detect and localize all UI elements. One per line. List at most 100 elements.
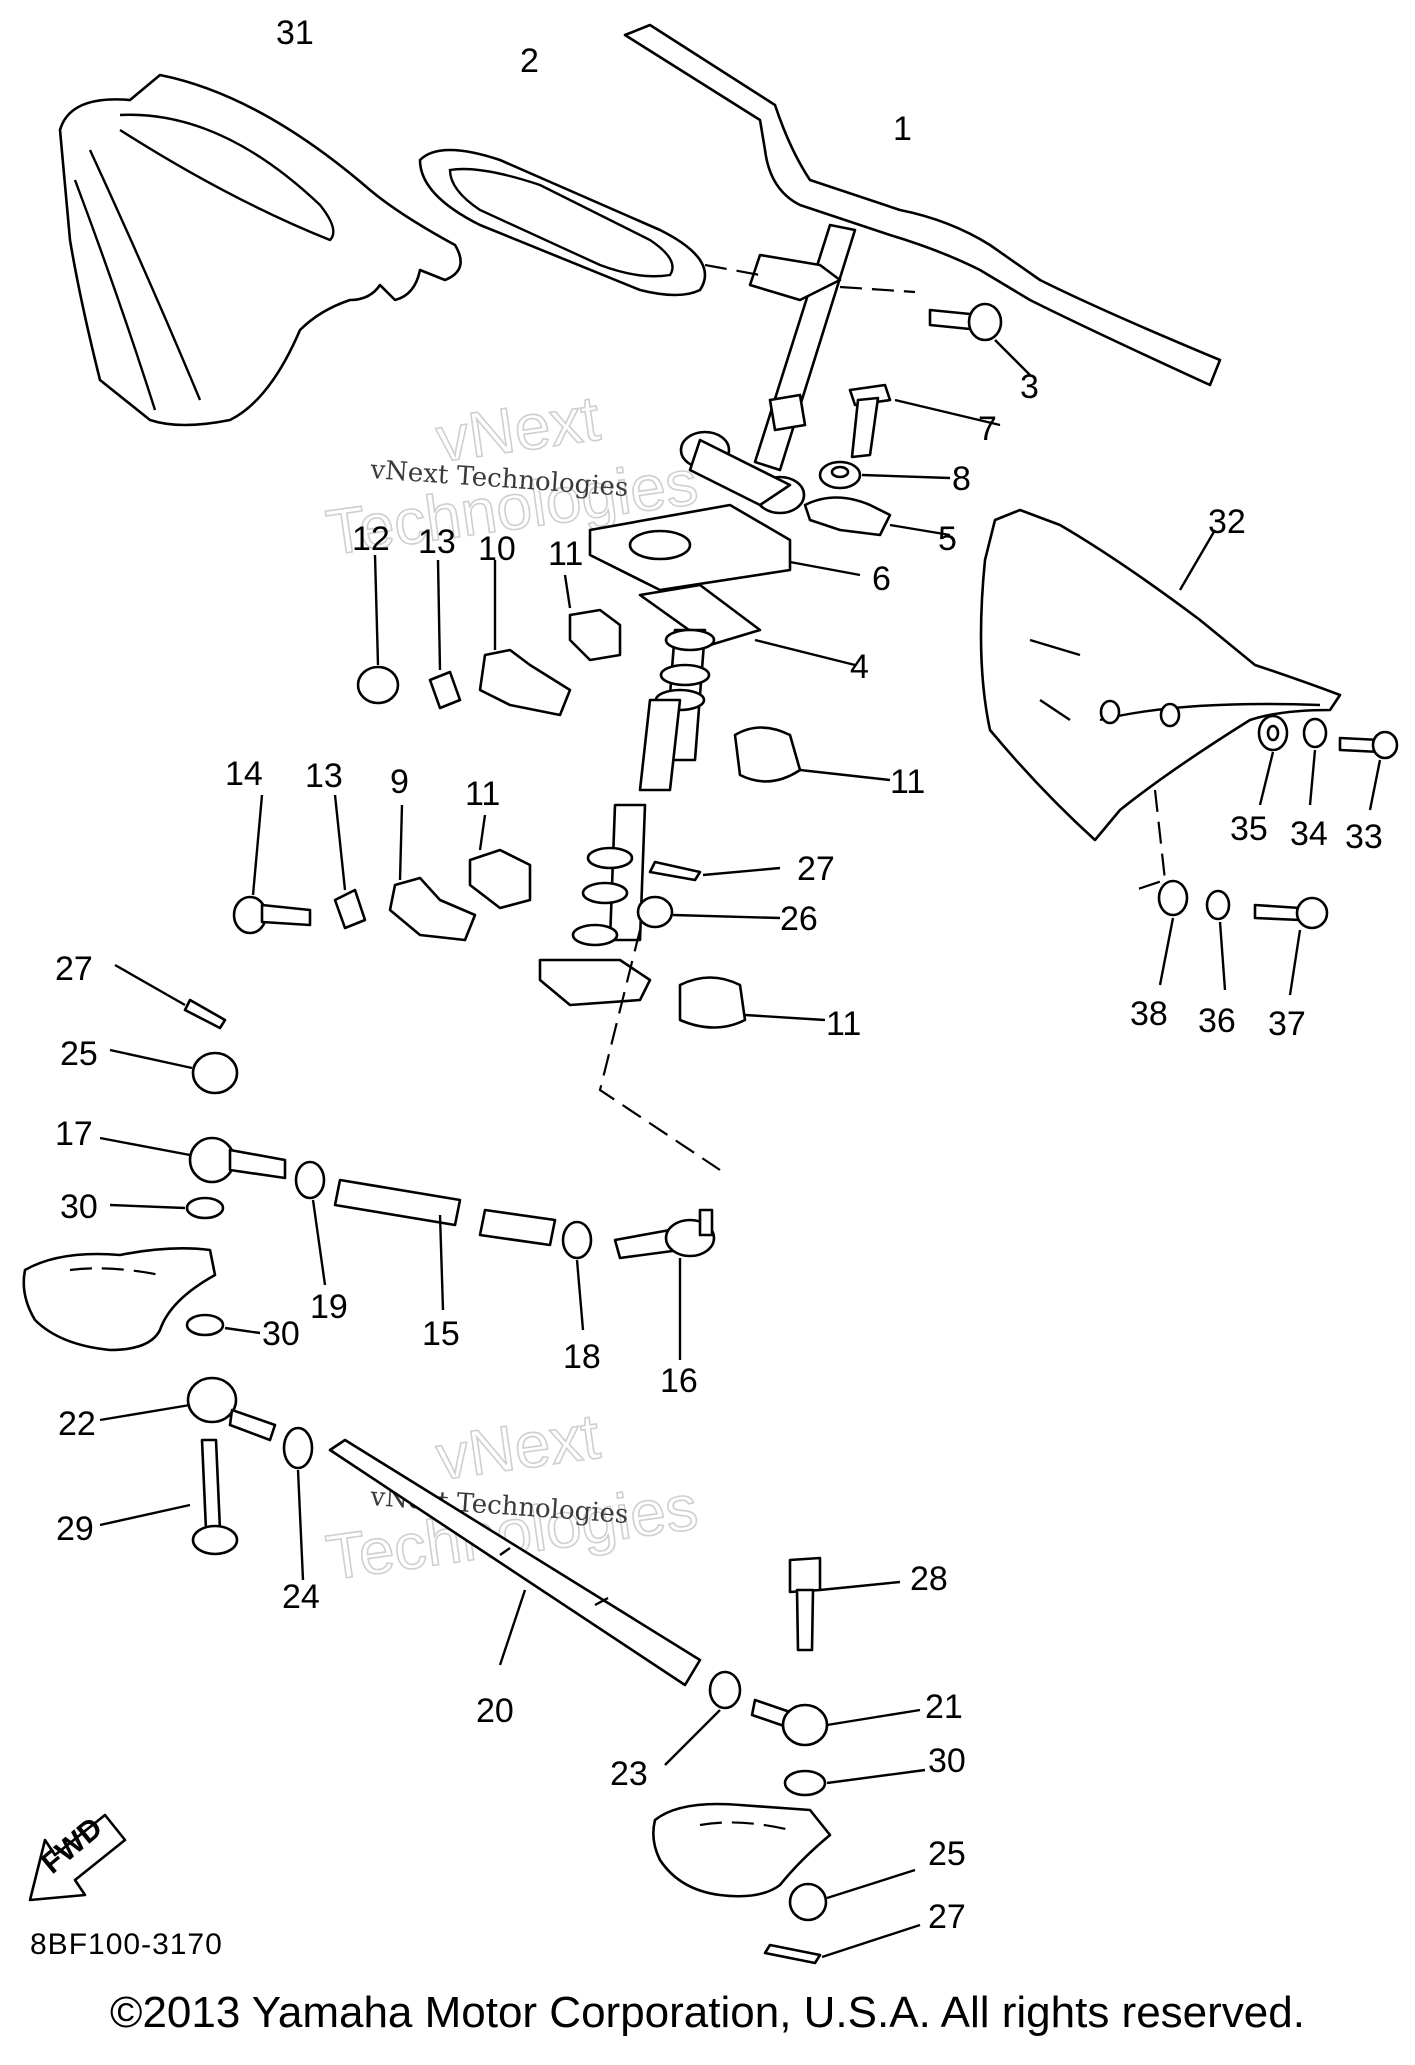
- part-15-sleeve: [333, 1178, 557, 1311]
- callout-27-right: 27: [928, 1898, 966, 1936]
- callout-11-right-lower: 11: [826, 1005, 861, 1043]
- part-18-nut: [561, 1220, 593, 1331]
- callout-12: 12: [352, 520, 390, 558]
- callout-19: 19: [310, 1288, 348, 1326]
- callout-18: 18: [563, 1338, 601, 1376]
- callout-6: 6: [872, 560, 891, 598]
- part-6-holder-plate: [588, 503, 861, 592]
- part-10-bracket: [478, 560, 572, 717]
- part-17-tie-rod-end: [99, 1136, 287, 1184]
- callout-14: 14: [225, 755, 263, 793]
- callout-33: 33: [1345, 818, 1383, 856]
- part-27-cotter-pin-c: [763, 1923, 921, 1965]
- callout-28: 28: [910, 1560, 948, 1598]
- callout-11-right-upper: 11: [890, 763, 925, 801]
- callout-25-left: 25: [60, 1035, 98, 1073]
- copyright-notice: ©2013 Yamaha Motor Corporation, U.S.A. A…: [110, 1988, 1305, 2037]
- part-13-bushing-b: [333, 794, 367, 930]
- part-35-washer: [1257, 714, 1289, 806]
- callout-27-upper: 27: [797, 850, 835, 888]
- part-19-nut: [294, 1160, 327, 1286]
- part-11-holder-b: [733, 726, 891, 783]
- diagram-code: 8BF100-3170: [30, 1928, 223, 1961]
- part-7-bolt: [848, 383, 1001, 459]
- callout-20: 20: [476, 1692, 514, 1730]
- part-38-washer: [1157, 879, 1189, 986]
- callout-31: 31: [276, 14, 314, 52]
- part-28-bolt: [788, 1556, 901, 1652]
- callout-22: 22: [58, 1405, 96, 1443]
- callout-21: 21: [925, 1688, 963, 1726]
- callout-17: 17: [55, 1115, 93, 1153]
- part-30-washer-a: [109, 1196, 225, 1220]
- callout-37: 37: [1268, 1005, 1306, 1043]
- callout-labels: 31 2 1 3 7 8 5 32 6 12 13 10 11 4 11 35 …: [55, 14, 1383, 1936]
- part-37-bolt: [1253, 896, 1329, 996]
- callout-7: 7: [978, 410, 997, 448]
- part-29-bolt: [99, 1438, 239, 1556]
- callout-30-upper: 30: [60, 1188, 98, 1226]
- part-14-bolt: [232, 794, 312, 935]
- part-12-nut: [356, 554, 400, 705]
- callout-23: 23: [610, 1755, 648, 1793]
- callout-2: 2: [520, 42, 539, 80]
- callout-34: 34: [1290, 815, 1328, 853]
- callout-11-lower: 11: [465, 775, 500, 813]
- callout-38: 38: [1130, 995, 1168, 1033]
- callout-30-lower: 30: [928, 1742, 966, 1780]
- callout-11-upper: 11: [548, 535, 583, 573]
- part-27-cotter-pin-a: [648, 860, 781, 882]
- part-20-tie-rod: [328, 1438, 702, 1687]
- part-25-nut-b: [788, 1868, 916, 1922]
- part-36-washer: [1205, 889, 1231, 991]
- callout-8: 8: [952, 460, 971, 498]
- part-22-tie-rod-end: [99, 1376, 277, 1442]
- callout-10: 10: [478, 530, 516, 568]
- callout-29: 29: [56, 1510, 94, 1548]
- part-16-tie-rod-end: [613, 1208, 716, 1360]
- callout-9: 9: [390, 763, 409, 801]
- fwd-arrow-icon: FWD: [28, 1811, 127, 1902]
- callout-4: 4: [850, 648, 869, 686]
- part-11-holder-a: [563, 574, 622, 662]
- callout-35: 35: [1230, 810, 1268, 848]
- part-column-lower: [538, 803, 721, 1171]
- callout-15: 15: [422, 1315, 460, 1353]
- part-25-nut-a: [109, 1048, 239, 1095]
- part-13-bushing-a: [428, 559, 462, 710]
- part-30-washer-c: [783, 1768, 926, 1797]
- part-lever-right: [652, 1802, 832, 1898]
- part-11-holder-d: [678, 976, 826, 1029]
- callout-5: 5: [938, 520, 957, 558]
- callout-26: 26: [780, 900, 818, 938]
- part-26-nut: [636, 895, 781, 929]
- part-3-bolt: [928, 302, 1031, 376]
- watermark-vnext-mid: vNext: [432, 1400, 604, 1494]
- callout-36: 36: [1198, 1002, 1236, 1040]
- part-2-steering-plate: [418, 148, 707, 297]
- callout-32: 32: [1208, 503, 1246, 541]
- callout-3: 3: [1020, 368, 1039, 406]
- part-21-tie-rod-end: [750, 1698, 921, 1747]
- part-4-steering-column: [638, 583, 856, 792]
- part-9-bracket: [388, 804, 477, 942]
- callout-24: 24: [282, 1578, 320, 1616]
- part-1-handlebar: [623, 23, 1222, 515]
- part-lever-left: [22, 1247, 217, 1352]
- part-24-nut: [282, 1426, 314, 1581]
- callout-16: 16: [660, 1362, 698, 1400]
- callout-13-upper: 13: [418, 523, 456, 561]
- part-30-washer-b: [185, 1313, 261, 1337]
- part-31-handlebar-cover: [58, 73, 462, 427]
- callout-13-lower: 13: [305, 757, 343, 795]
- part-8-washer: [818, 460, 951, 490]
- part-5-clamp: [803, 496, 951, 537]
- callout-1: 1: [893, 110, 912, 148]
- part-32-column-cover: [979, 508, 1342, 892]
- part-23-nut: [664, 1670, 742, 1766]
- part-27-cotter-pin-b: [114, 963, 227, 1030]
- part-11-holder-c: [468, 814, 532, 910]
- callout-30-middle: 30: [262, 1315, 300, 1353]
- callout-27-left: 27: [55, 950, 93, 988]
